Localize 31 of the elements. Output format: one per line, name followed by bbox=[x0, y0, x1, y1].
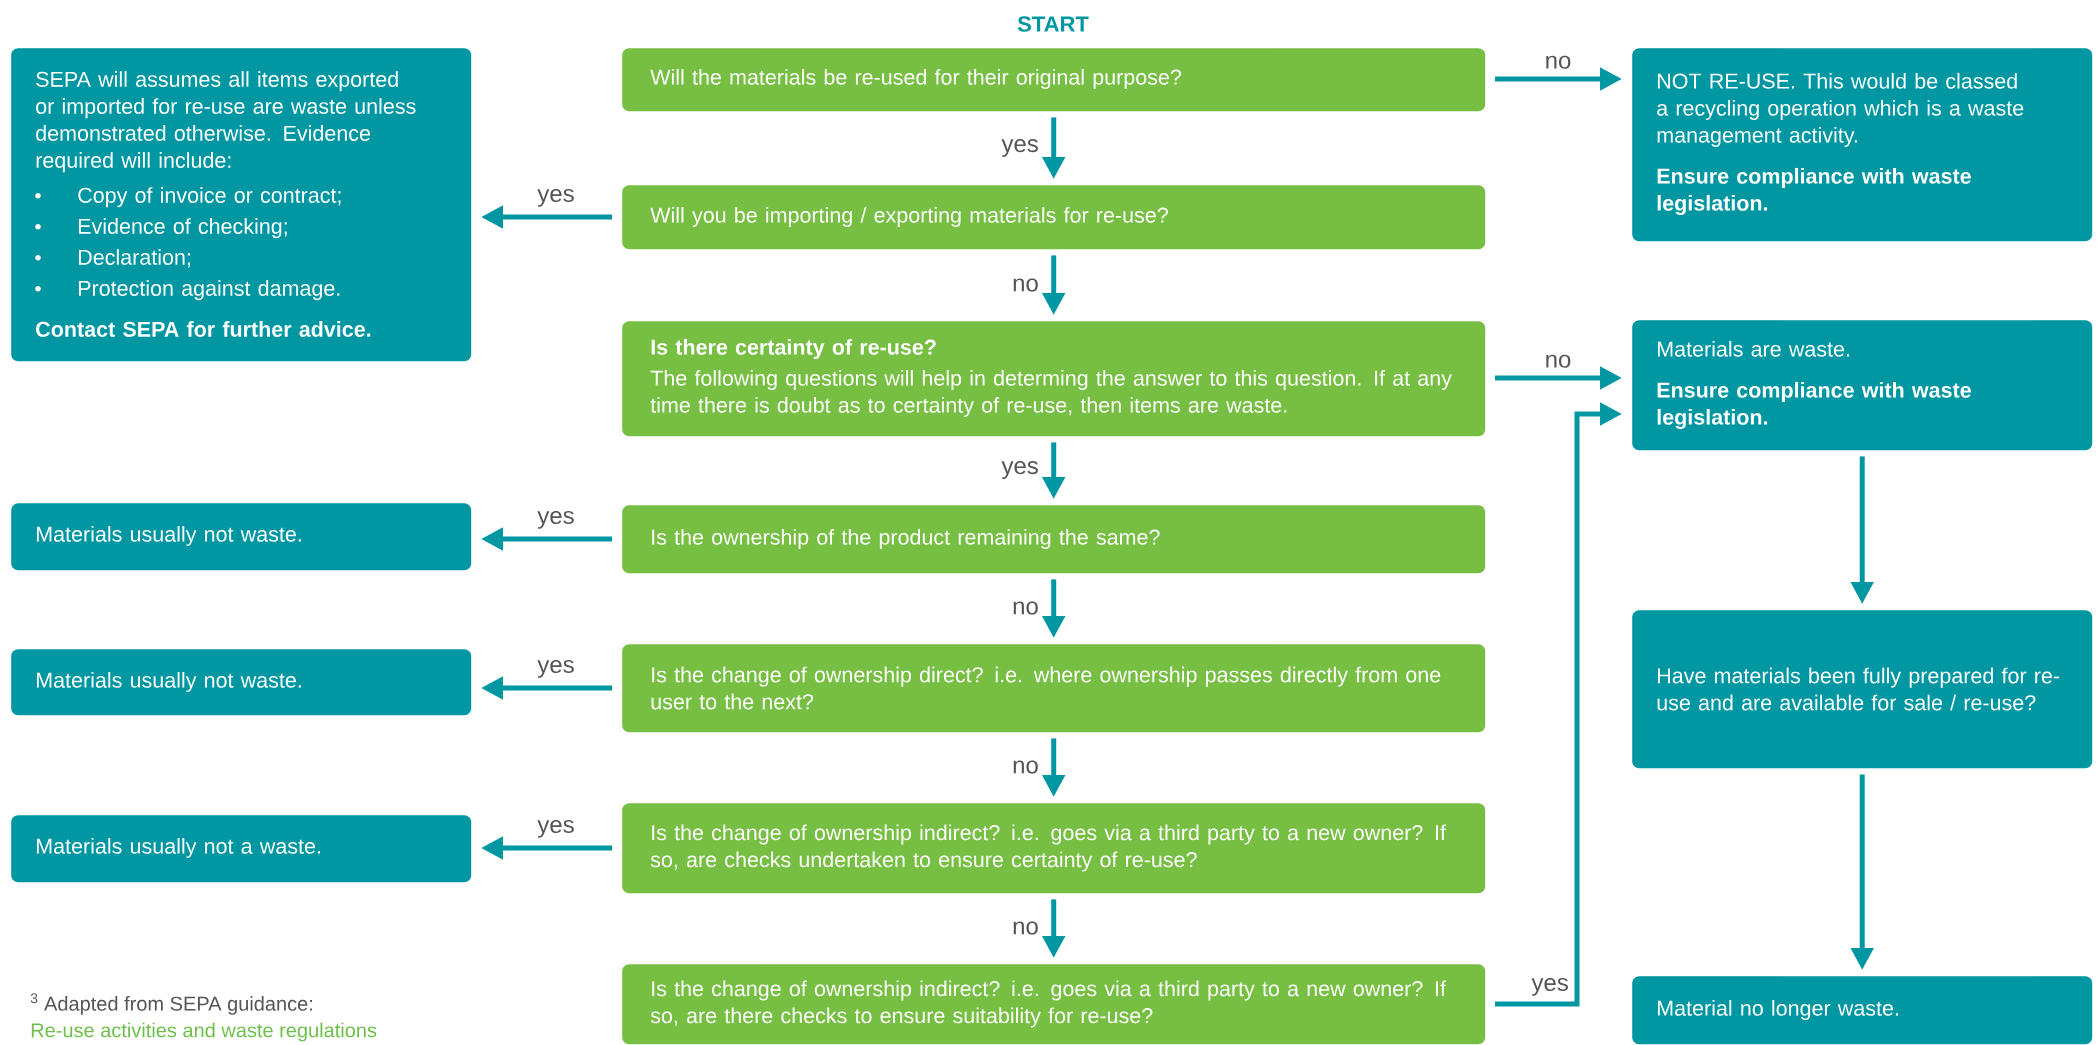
edge-label: yes bbox=[537, 510, 574, 529]
question-box: Is there certainty of re-use? The following questions will help in determing the answer to this question. If at any time there is doubt as to certainty of re-use, then items are waste. bbox=[622, 321, 1486, 437]
edge-label: no bbox=[1013, 278, 1038, 292]
question-box: Will you be importing / exporting materials for re-use? bbox=[622, 185, 1486, 250]
source-link: Re-use activities and waste regulations bbox=[31, 1022, 377, 1042]
footnote: $^{3}$ Adapted from SEPA guidance: bbox=[30, 993, 312, 1015]
edge-label: no bbox=[1013, 921, 1038, 935]
outcome-box: Materials usually not a waste. bbox=[11, 815, 472, 883]
question-box: Is the change of ownership indirect? i.e. goes via a third party to a new owner? If so, are checks undertaken to ensure certainty of re-use? bbox=[622, 803, 1486, 894]
edge-label: yes bbox=[1531, 977, 1568, 996]
outcome-box: Have materials been fully prepared for re-use and are available for sale / re-use? bbox=[1632, 610, 2093, 769]
outcome-box: Materials are waste. Ensure compliance with waste legislation. bbox=[1632, 320, 2093, 451]
edge-label: yes bbox=[537, 188, 574, 207]
edge-label: yes bbox=[537, 659, 574, 678]
outcome-box: SEPA will assumes all items exported or imported for re-use are waste unless demonstrated otherwise. Evidence required will include: Copy of invoice or contract; Evidence of checking; Declaration; Protection against damage. Contact SEPA for further advice. bbox=[11, 48, 472, 362]
edge-label: no bbox=[1013, 601, 1038, 615]
outcome-box: NOT RE-USE. This would be classed a recycling operation which is a waste management activity. Ensure compliance with waste legislation. bbox=[1632, 48, 2093, 242]
question-box: Will the materials be re-used for their original purpose? bbox=[622, 48, 1486, 112]
question-box: Is the ownership of the product remaining the same? bbox=[622, 505, 1486, 574]
edge-label: yes bbox=[1001, 461, 1038, 479]
edge-label: yes bbox=[537, 819, 574, 838]
question-box: Is the change of ownership indirect? i.e. goes via a third party to a new owner? If so, are there checks to ensure suitability for re-use? bbox=[622, 964, 1486, 1045]
outcome-box: Materials usually not waste. bbox=[11, 649, 472, 716]
outcome-box: Material no longer waste. bbox=[1632, 976, 2093, 1045]
edge-label: yes bbox=[1001, 139, 1038, 157]
edge-label: no bbox=[1546, 55, 1571, 69]
question-box: Is the change of ownership direct? i.e. where ownership passes directly from one user to the next? bbox=[622, 644, 1486, 733]
outcome-box: Materials usually not waste. bbox=[11, 503, 472, 571]
edge-label: no bbox=[1013, 760, 1038, 774]
start-heading: START bbox=[1017, 16, 1089, 32]
edge-label: no bbox=[1546, 354, 1571, 368]
